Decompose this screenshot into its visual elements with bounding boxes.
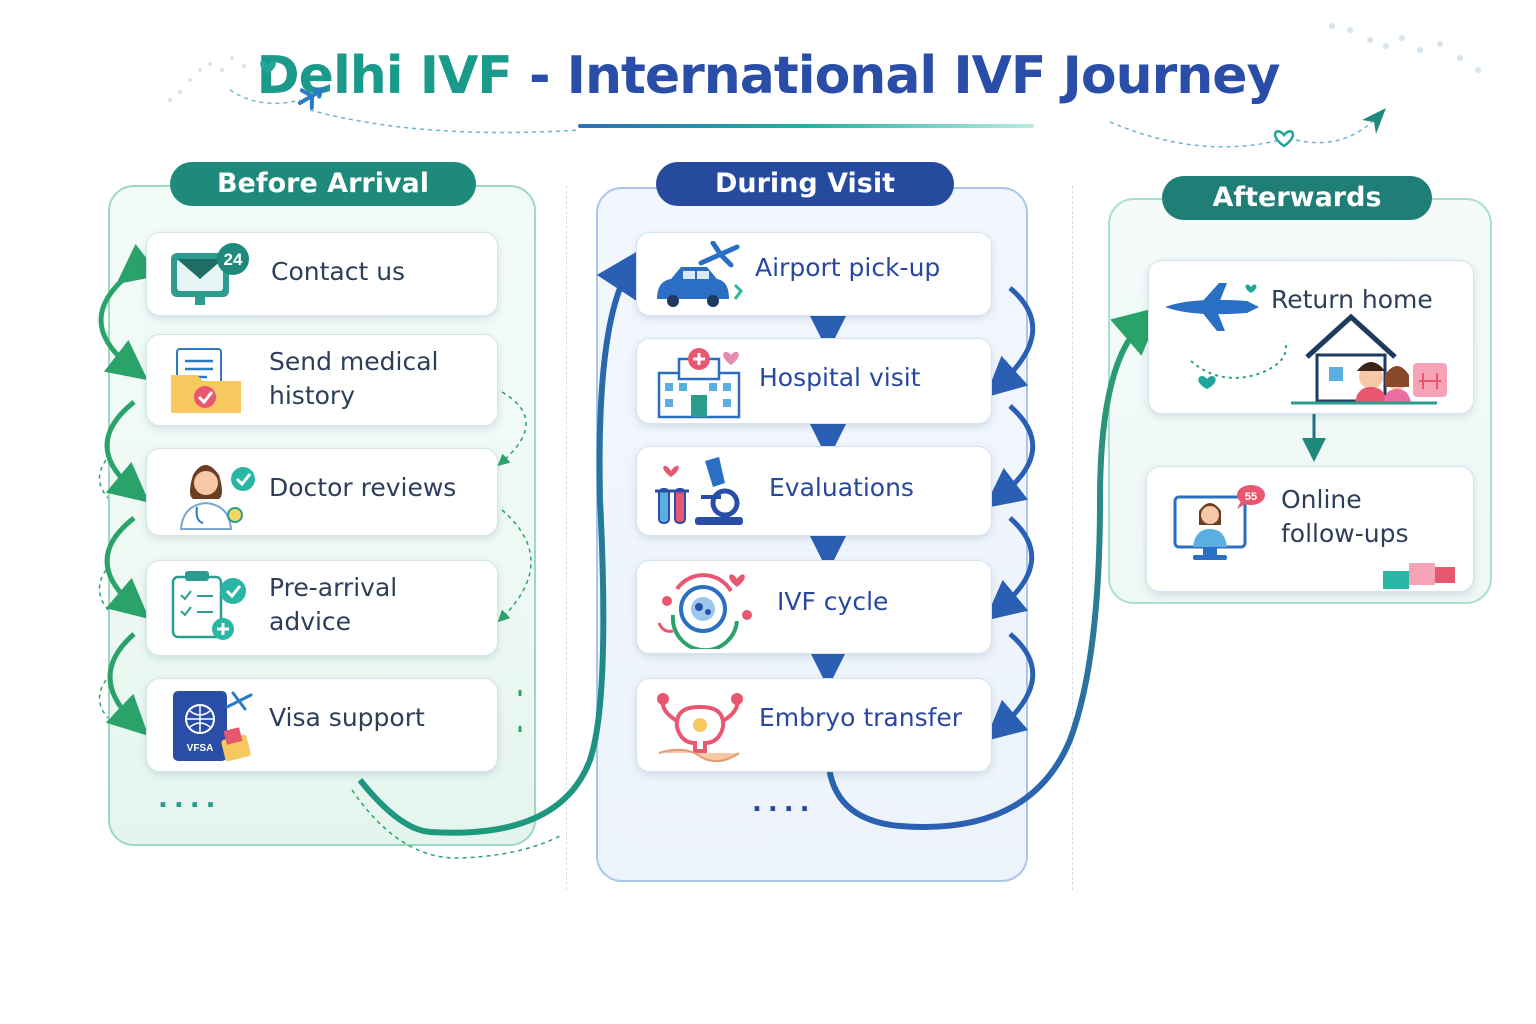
- step-airport-pickup[interactable]: Airport pick-up: [636, 232, 992, 316]
- step-send-medical-history[interactable]: Send medical history: [146, 334, 498, 426]
- visa-badge-text: VFSA: [187, 743, 214, 754]
- step-label: Contact us: [271, 257, 406, 286]
- flight-path-left: [229, 89, 301, 105]
- doctor-icon: [179, 465, 255, 530]
- before-ellipsis: ....: [158, 784, 222, 814]
- step-label-line2: advice: [269, 607, 352, 636]
- message-cards-icon: [1383, 563, 1455, 589]
- medical-folder-icon: [171, 348, 241, 413]
- title-underline: [578, 124, 1034, 128]
- car-plane-icon: [657, 241, 743, 307]
- step-label: Embryo transfer: [759, 703, 963, 732]
- step-label: IVF cycle: [777, 587, 889, 616]
- step-contact-us[interactable]: 24 Contact us: [146, 232, 498, 316]
- before-arrival-header: Before Arrival: [170, 162, 476, 206]
- step-visa-support[interactable]: VFSA Visa support: [146, 678, 498, 772]
- heart-outline-icon: [1273, 130, 1295, 148]
- step-label-line1: Pre-arrival: [269, 573, 398, 602]
- step-label: Return home: [1271, 285, 1433, 314]
- uterus-icon: [657, 693, 743, 763]
- email-24-icon: 24: [171, 243, 249, 305]
- afterwards-header: Afterwards: [1162, 176, 1432, 220]
- passport-icon: VFSA: [173, 691, 253, 762]
- flight-path-right: [1109, 121, 1281, 148]
- step-label-line2: history: [269, 381, 355, 410]
- step-ivf-cycle[interactable]: IVF cycle: [636, 560, 992, 654]
- title-decorations: [168, 23, 1481, 148]
- step-label: Hospital visit: [759, 363, 921, 392]
- microscope-icon: [655, 457, 743, 525]
- step-pre-arrival-advice[interactable]: Pre-arrival advice: [146, 560, 498, 656]
- heart-icon: [260, 60, 276, 74]
- step-label: Visa support: [269, 703, 425, 732]
- clipboard-icon: [171, 571, 246, 640]
- world-map-dots-left: [168, 56, 246, 102]
- airplane-icon: [297, 87, 327, 110]
- step-label-line2: follow-ups: [1281, 519, 1409, 548]
- during-visit-header: During Visit: [656, 162, 954, 206]
- step-online-follow-ups[interactable]: 55 Online follow-ups: [1146, 466, 1474, 592]
- title-separator: -: [511, 46, 567, 106]
- step-doctor-reviews[interactable]: Doctor reviews: [146, 448, 498, 536]
- title-part2: International IVF Journey: [566, 46, 1281, 106]
- ivf-cycle-icon: [657, 573, 752, 649]
- title-part1: Delhi IVF: [256, 46, 513, 106]
- column-divider: [1072, 186, 1073, 890]
- world-map-dots-right: [1329, 23, 1481, 73]
- during-ellipsis: ....: [752, 788, 816, 818]
- step-label: Doctor reviews: [269, 473, 457, 502]
- hospital-icon: [657, 348, 741, 419]
- chat-badge-text: 55: [1245, 491, 1257, 503]
- step-return-home[interactable]: Return home: [1148, 260, 1474, 414]
- paper-plane-icon: [1362, 108, 1386, 134]
- step-evaluations[interactable]: Evaluations: [636, 446, 992, 536]
- video-call-icon: 55: [1173, 485, 1265, 560]
- step-label-line1: Online: [1281, 485, 1362, 514]
- step-label-line1: Send medical: [269, 347, 439, 376]
- step-label: Evaluations: [769, 473, 914, 502]
- column-divider: [566, 186, 567, 890]
- step-label: Airport pick-up: [755, 253, 941, 282]
- step-hospital-visit[interactable]: Hospital visit: [636, 338, 992, 424]
- page-title: Delhi IVF - International IVF Journey: [0, 46, 1536, 106]
- plane-family-home-icon: [1165, 283, 1447, 405]
- step-embryo-transfer[interactable]: Embryo transfer: [636, 678, 992, 772]
- contact-badge-text: 24: [224, 250, 243, 269]
